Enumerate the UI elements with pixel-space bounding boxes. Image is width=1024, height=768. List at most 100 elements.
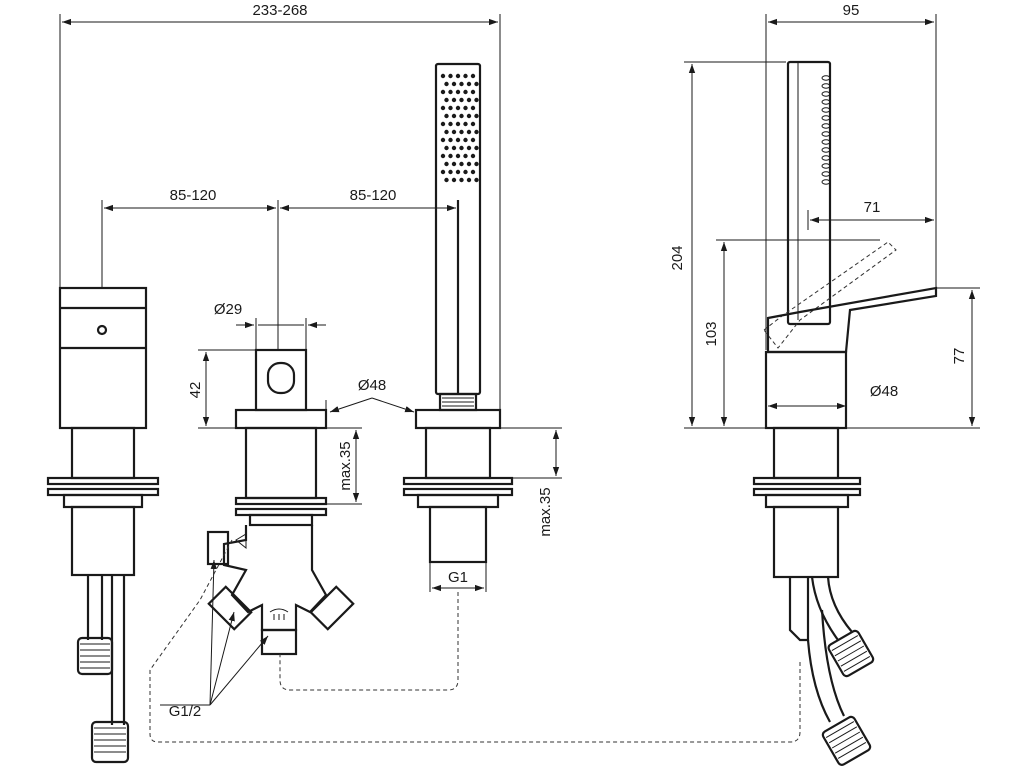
- side-nozzle: [821, 75, 831, 81]
- nozzle-dot: [466, 161, 472, 167]
- nozzle-dot: [463, 169, 468, 175]
- label-total-width: 233-268: [252, 2, 307, 19]
- nozzle-dot: [451, 177, 457, 183]
- label-max35-a: max.35: [337, 441, 354, 490]
- nozzle-dot: [440, 153, 446, 159]
- nozzle-dot: [451, 129, 457, 135]
- nozzle-dot: [440, 121, 446, 127]
- label-g12: G1/2: [169, 703, 202, 720]
- nozzle-dot: [463, 105, 468, 111]
- nozzle-dot: [440, 169, 446, 175]
- nozzle-dot: [440, 73, 446, 79]
- nozzle-dot: [440, 137, 446, 143]
- nozzle-dot: [448, 137, 453, 143]
- nozzle-dot: [444, 97, 449, 103]
- nozzle-dot: [455, 153, 461, 159]
- nozzle-dot: [444, 161, 449, 167]
- side-nozzle: [821, 147, 831, 153]
- side-nozzle: [821, 171, 831, 177]
- label-side-width: 95: [843, 2, 860, 19]
- nozzle-dot: [466, 81, 472, 87]
- nozzle-dot: [455, 169, 461, 175]
- nozzle-dot: [474, 161, 479, 167]
- side-nozzle: [821, 91, 831, 97]
- nozzle-dot: [463, 73, 468, 79]
- nozzle-dot: [459, 161, 464, 167]
- label-dia-29: Ø29: [214, 301, 242, 318]
- nozzle-dot: [455, 121, 461, 127]
- nozzle-dot: [455, 89, 461, 95]
- side-nozzle: [821, 99, 831, 105]
- label-spacing-left: 85-120: [170, 187, 217, 204]
- nozzle-dot: [459, 113, 464, 119]
- dim-spacing: [101, 200, 459, 350]
- nozzle-dot: [474, 177, 479, 183]
- dim-total-width: [59, 14, 501, 415]
- nozzle-dot: [444, 177, 449, 183]
- nozzle-dot: [448, 89, 453, 95]
- label-dia-48-side: Ø48: [870, 383, 898, 400]
- label-side-77: 77: [951, 348, 968, 365]
- nozzle-dot: [474, 97, 479, 103]
- diverter-body: [206, 348, 355, 656]
- nozzle-dot: [451, 97, 457, 103]
- side-nozzle: [821, 123, 831, 129]
- nozzle-dot: [466, 129, 472, 135]
- nozzle-dot: [448, 73, 453, 79]
- nozzle-dot: [466, 177, 472, 183]
- side-nozzle: [821, 115, 831, 121]
- nozzle-dot: [470, 105, 476, 111]
- nozzle-dot: [455, 137, 461, 143]
- nozzle-dot: [470, 153, 476, 159]
- nozzle-dot: [451, 161, 457, 167]
- front-dims: [325, 397, 562, 592]
- side-nozzle: [821, 155, 831, 161]
- nozzle-dot: [440, 89, 446, 95]
- side-shower-dots: [821, 75, 831, 185]
- label-side-204: 204: [669, 245, 686, 270]
- nozzle-dot: [459, 177, 464, 183]
- nozzle-dot: [440, 105, 446, 111]
- diverter-dims: [198, 318, 326, 429]
- label-max35-b: max.35: [537, 487, 554, 536]
- side-nozzle: [821, 163, 831, 169]
- label-dia-48-front: Ø48: [358, 377, 386, 394]
- nozzle-dot: [474, 113, 479, 119]
- nozzle-dot: [463, 89, 468, 95]
- nozzle-dot: [455, 105, 461, 111]
- hose-dashed: [149, 539, 801, 743]
- nozzle-dot: [459, 81, 464, 87]
- nozzle-dot: [448, 121, 453, 127]
- mixer-body-front: [46, 286, 160, 764]
- nozzle-dot: [459, 129, 464, 135]
- nozzle-dot: [474, 81, 479, 87]
- nozzle-dot: [444, 113, 449, 119]
- nozzle-dot: [463, 153, 468, 159]
- nozzle-dot: [463, 121, 468, 127]
- nozzle-dot: [470, 137, 476, 143]
- nozzle-dot: [474, 145, 479, 151]
- side-nozzle: [821, 83, 831, 89]
- nozzle-dot: [470, 121, 476, 127]
- nozzle-dot: [459, 97, 464, 103]
- label-g1: G1: [448, 569, 468, 586]
- nozzle-dot: [470, 169, 476, 175]
- nozzle-dot: [444, 129, 449, 135]
- label-side-71: 71: [864, 199, 881, 216]
- g12-leaders: [160, 559, 269, 706]
- nozzle-dot: [466, 113, 472, 119]
- side-nozzle: [821, 107, 831, 113]
- nozzle-dot: [448, 105, 453, 111]
- hand-shower-dot-grid: [440, 73, 479, 183]
- side-nozzle: [821, 139, 831, 145]
- hand-shower-front: [402, 62, 514, 564]
- side-view-body: [752, 60, 938, 766]
- side-nozzle: [821, 179, 831, 185]
- nozzle-dot: [451, 145, 457, 151]
- label-side-103: 103: [703, 321, 720, 346]
- nozzle-dot: [474, 129, 479, 135]
- nozzle-dot: [451, 81, 457, 87]
- nozzle-dot: [466, 145, 472, 151]
- nozzle-dot: [448, 153, 453, 159]
